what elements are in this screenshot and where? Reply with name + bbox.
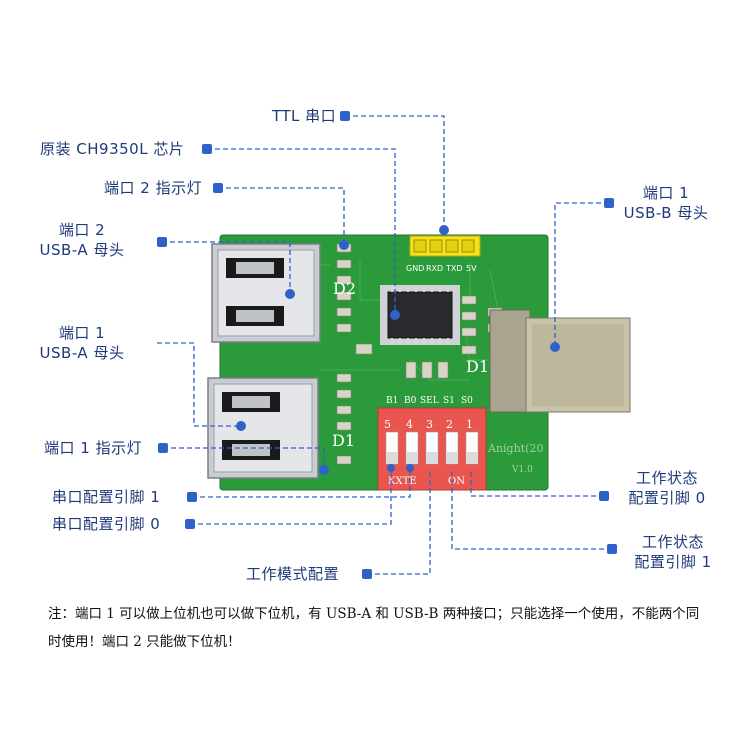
dip-number-5: 5 — [384, 418, 391, 431]
callout-state-cfg0-line2: 配置引脚 0 — [628, 489, 706, 507]
silk-version: V1.0 — [511, 465, 533, 475]
callout-port2-usba: 端口 2 USB-A 母头 — [22, 220, 142, 260]
callout-port1-led: 端口 1 指示灯 — [44, 439, 143, 457]
usage-note: 注：端口 1 可以做上位机也可以做下位机，有 USB-A 和 USB-B 两种接… — [48, 606, 700, 650]
silk-d1-left: D1 — [332, 431, 355, 450]
callout-ttl-port: TTL 串口 — [272, 107, 337, 125]
header-pin-5v: 5V — [466, 264, 477, 273]
callout-port1-usba: 端口 1 USB-A 母头 — [22, 323, 142, 363]
silk-brand: Anight(20 — [487, 442, 543, 455]
usb-b-port1 — [489, 309, 631, 413]
callout-dots — [157, 111, 617, 579]
dip-switch — [377, 407, 487, 491]
usb-a-port1 — [207, 377, 319, 479]
usb-a-port2 — [211, 243, 321, 343]
callout-port1-usba-line2: USB-A 母头 — [39, 344, 125, 362]
callout-port2-led: 端口 2 指示灯 — [104, 179, 203, 197]
callout-state-cfg0: 工作状态 配置引脚 0 — [612, 468, 722, 508]
callout-lines — [157, 115, 612, 575]
callout-state-cfg1: 工作状态 配置引脚 1 — [618, 532, 728, 572]
header-pin-rxd: RXD — [426, 264, 443, 273]
callout-state-cfg1-line2: 配置引脚 1 — [634, 553, 712, 571]
callout-state-cfg0-line1: 工作状态 — [635, 469, 698, 487]
callout-port2-usba-line2: USB-A 母头 — [39, 241, 125, 259]
dip-label-b1: B1 — [386, 396, 398, 406]
callout-port1-usbb: 端口 1 USB-B 母头 — [606, 183, 726, 223]
header-pin-gnd: GND — [406, 264, 424, 273]
dip-number-1: 1 — [466, 418, 473, 431]
dip-bottom-left-label: KXTE — [388, 476, 417, 487]
callout-port2-usba-line1: 端口 2 — [58, 221, 106, 239]
callout-work-mode: 工作模式配置 — [246, 565, 340, 583]
dip-number-3: 3 — [426, 418, 433, 431]
dip-number-2: 2 — [446, 418, 453, 431]
callout-serial-cfg1: 串口配置引脚 1 — [52, 488, 161, 506]
callout-serial-cfg0: 串口配置引脚 0 — [52, 515, 161, 533]
callout-port1-usba-line1: 端口 1 — [58, 324, 106, 342]
dip-bottom-right-label: ON — [448, 476, 465, 487]
header-pin-txd: TXD — [445, 264, 463, 273]
dip-label-s0: S0 — [461, 396, 473, 406]
dip-label-sel: SEL — [420, 396, 439, 406]
dip-label-s1: S1 — [443, 396, 455, 406]
callout-chip: 原装 CH9350L 芯片 — [40, 140, 185, 158]
silk-d2: D2 — [333, 279, 356, 298]
silk-d1-right: D1 — [466, 357, 489, 376]
ttl-header — [409, 235, 481, 257]
dip-number-4: 4 — [406, 418, 413, 431]
callout-port1-usbb-line2: USB-B 母头 — [623, 204, 709, 222]
callout-port1-usbb-line1: 端口 1 — [642, 184, 690, 202]
callout-state-cfg1-line1: 工作状态 — [641, 533, 704, 551]
dip-label-b0: B0 — [404, 396, 417, 406]
